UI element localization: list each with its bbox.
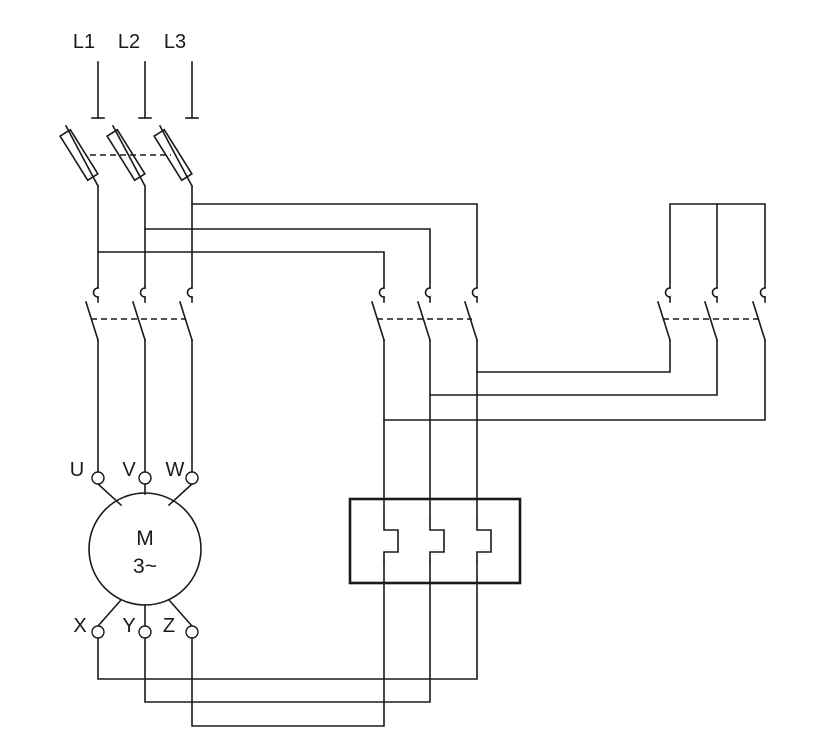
motor-circle [88,492,202,606]
terminal-x [91,625,105,639]
label-z: Z [163,615,175,637]
motor-name: M [136,527,154,550]
label-y: Y [122,615,135,637]
label-x: X [73,615,86,637]
overload-relay [348,497,522,585]
feed-wires [97,185,478,289]
main-contactor [84,287,194,342]
terminal-w [185,471,199,485]
return-wires [97,582,478,727]
motor-terminals: U V W X Y Z [70,459,199,639]
label-w: W [166,459,185,481]
star-contactor [656,203,767,342]
label-l3: L3 [164,31,186,53]
label-l1: L1 [73,31,95,53]
label-u: U [70,459,84,481]
fuse-isolator [59,124,194,188]
label-v: V [122,459,136,481]
terminal-y [138,625,152,639]
fuse-l3 [153,128,193,182]
overload-relay-box [348,497,522,585]
delta-output-wires [383,339,766,521]
supply-lines [91,61,199,119]
motor: M 3~ [88,482,202,628]
motor-feed-wires [97,339,193,473]
terminal-z [185,625,199,639]
label-l2: L2 [118,31,140,53]
terminal-v [138,471,152,485]
motor-type: 3~ [133,555,157,578]
terminal-u [91,471,105,485]
delta-contactor [370,287,479,342]
